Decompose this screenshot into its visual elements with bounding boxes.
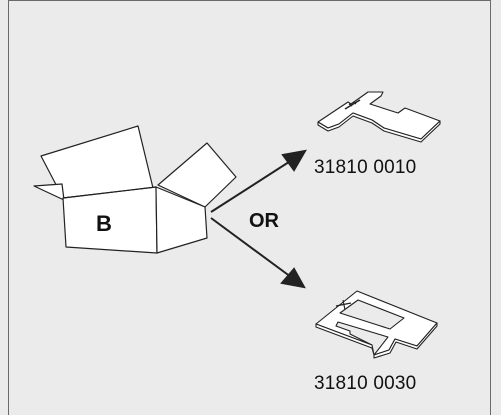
frame-right-border <box>490 0 491 415</box>
frame-top-border <box>8 0 491 1</box>
arrow-to-option-1 <box>210 149 307 213</box>
part-number-label: 31810 0010 <box>314 157 417 178</box>
box-label: B <box>96 211 112 236</box>
part-number-label: 31810 0030 <box>314 373 417 394</box>
u-shaped-template-icon <box>315 290 438 359</box>
open-box-icon <box>33 125 237 254</box>
frame-left-border <box>8 0 9 415</box>
arrow-to-option-2 <box>210 217 306 289</box>
or-label: OR <box>249 210 279 232</box>
t-shaped-template-icon <box>317 91 441 143</box>
